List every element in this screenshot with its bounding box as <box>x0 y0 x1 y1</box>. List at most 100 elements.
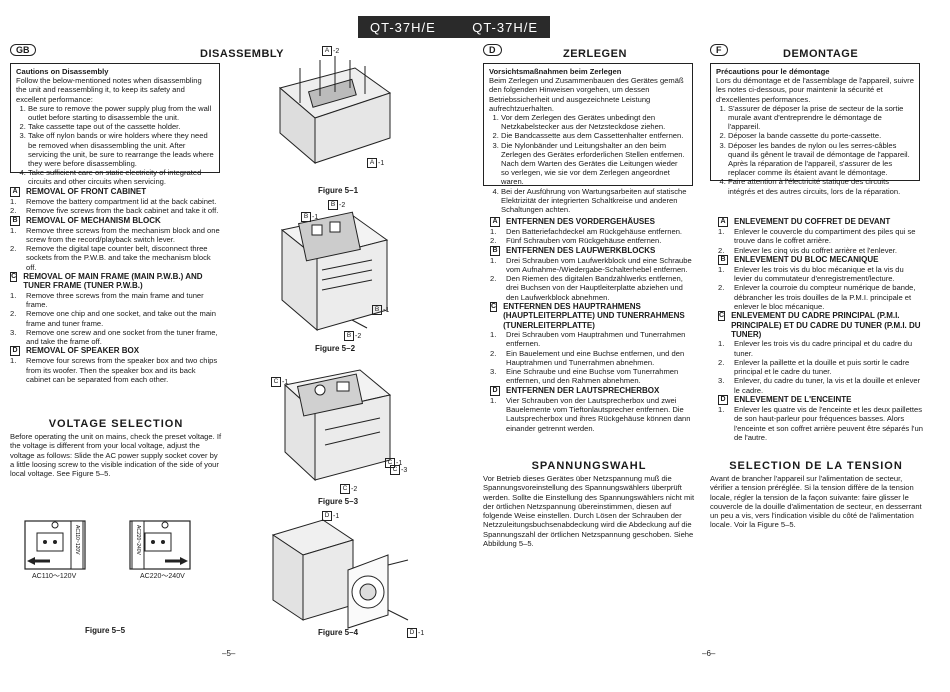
voltage-switch-diagram: AC110~120V AC220~240V <box>15 513 215 583</box>
callout-a2: A-2 <box>322 46 339 56</box>
callout-b2: B-2 <box>328 200 345 210</box>
step-item: 3.Eine Schraube und eine Buchse vom Tune… <box>490 367 679 386</box>
step-item: 2.Fünf Schrauben vom Rückgehäuse entfern… <box>490 236 662 246</box>
callout-b1: B-1 <box>301 212 318 222</box>
step-item: 1.Remove the battery compartment lid at … <box>10 197 217 206</box>
switch-right-mark: AC220~240V <box>135 525 141 556</box>
page-number-right: –6– <box>702 649 716 658</box>
list-item: Die Bandcassette aus dem Cassettenhalter… <box>501 131 687 140</box>
switch-left-mark: AC110~120V <box>74 525 80 555</box>
list-item: Be sure to remove the power supply plug … <box>28 104 214 122</box>
list-item: S'assurer de déposer la prise de secteur… <box>728 104 914 132</box>
callout-d1: D-1 <box>322 511 339 521</box>
model-header: QT-37H/E QT-37H/E <box>358 16 550 38</box>
step-item: 2.Den Riemen des digitalen Bandzählwerks… <box>490 274 683 302</box>
list-item: Die Nylonbänder und Leitungshalter an de… <box>501 141 687 187</box>
list-item: Take off nylon bands or wire holders whe… <box>28 131 214 168</box>
en-badge: GB <box>10 40 36 58</box>
figure-5-1-caption: Figure 5–1 <box>318 186 359 195</box>
fr-voltage-title: SELECTION DE LA TENSION <box>729 460 903 472</box>
step-item: 2.Enlever les cinq vis du coffret arrièr… <box>718 245 897 255</box>
fr-title: DEMONTAGE <box>783 48 859 60</box>
list-item: Faire attention à l'électricité statique… <box>728 177 914 195</box>
en-voltage-title: VOLTAGE SELECTION <box>48 418 184 430</box>
en-cautions-title: Cautions on Disassembly <box>16 67 109 76</box>
fr-cautions-intro: Lors du démontage et de l'assemblage de … <box>716 76 914 104</box>
step-item: 1.Drei Schrauben vom Hauptrahmen und Tun… <box>490 329 686 349</box>
figure-5-3-caption: Figure 5–3 <box>318 497 359 506</box>
mechanism-block-drawing <box>280 211 389 332</box>
figure-5-5-caption: Figure 5–5 <box>85 626 126 635</box>
step-item: 1.Remove three screws from the mechanism… <box>10 225 220 244</box>
de-cautions-list: Vor dem Zerlegen des Gerätes unbedingt d… <box>489 113 687 214</box>
de-voltage-text: Vor Betrieb dieses Gerätes über Netzspan… <box>483 474 695 549</box>
step-item: 2.Remove the digital tape counter belt, … <box>10 244 211 272</box>
page-number-left: –5– <box>222 649 236 658</box>
callout-b2-second: B-2 <box>344 331 361 341</box>
list-item: Déposer les bandes de nylon ou les serre… <box>728 141 914 178</box>
step-item: 2.Enlever la paillette et la douille et … <box>718 357 910 377</box>
figure-5-4 <box>268 510 418 630</box>
cassette-deck-drawing <box>278 56 392 165</box>
main-frame-drawing <box>283 369 392 482</box>
step-item: 3.Remove one screw and one socket from t… <box>10 327 218 347</box>
step-item: 1.Enlever les trois vis du bloc mécaniqu… <box>718 264 904 284</box>
list-item: Take sufficient care on static electrici… <box>28 168 214 186</box>
callout-b1-second: B-1 <box>372 305 389 315</box>
en-title: DISASSEMBLY <box>200 48 284 60</box>
figure-5-2 <box>262 200 402 340</box>
step-item: 3.Enlever, du cadre du tuner, la vis et … <box>718 376 921 395</box>
en-cautions-intro: Follow the below-mentioned notes when di… <box>16 76 202 104</box>
de-title: ZERLEGEN <box>563 48 627 60</box>
step-item: 2.Enlever la courroie du compteur numéri… <box>718 283 916 312</box>
voltage-switch-drawing: AC110~120V AC220~240V <box>24 520 191 570</box>
step-item: 1.Den Batteriefachdeckel am Rückgehäuse … <box>490 227 683 236</box>
fr-voltage-text: Avant de brancher l'appareil sur l'alime… <box>710 474 922 530</box>
list-item: Déposer la bande cassette du porte-casse… <box>728 131 914 140</box>
step-item: 2.Remove one chip and one socket, and ta… <box>10 309 216 328</box>
figure-5-2-caption: Figure 5–2 <box>315 344 356 353</box>
figure-5-4-caption: Figure 5–4 <box>318 628 359 637</box>
en-voltage-text: Before operating the unit on mains, chec… <box>10 432 222 479</box>
en-cautions-list: Be sure to remove the power supply plug … <box>16 104 214 187</box>
fr-badge: F <box>710 40 728 58</box>
de-cautions-intro: Beim Zerlegen und Zusammenbauen des Gerä… <box>489 76 684 113</box>
de-badge: D <box>483 40 502 58</box>
en-cautions-box: Cautions on Disassembly Follow the below… <box>10 63 220 186</box>
fr-cautions-list: S'assurer de déposer la prise de secteur… <box>716 104 914 196</box>
list-item: Vor dem Zerlegen des Gerätes unbedingt d… <box>501 113 687 131</box>
step-item: 1.Enlever les quatre vis de l'enceinte e… <box>718 405 923 442</box>
callout-c2: C-2 <box>340 484 357 494</box>
fr-cautions-box: Précautions pour le démontage Lors du dé… <box>710 63 920 196</box>
step-item: 1.Enlever le couvercle du compartiment d… <box>718 227 916 246</box>
callout-c1: C-1 <box>271 377 288 387</box>
step-item: 1.Remove three screws from the main fram… <box>10 290 204 309</box>
callout-c3: C-3 <box>390 465 407 475</box>
figure-5-3 <box>265 360 405 490</box>
callout-a1: A-1 <box>367 158 384 168</box>
list-item: Bei der Ausführung von Wartungsarbeiten … <box>501 187 687 215</box>
step-item: 2.Ein Bauelement und eine Buchse entfern… <box>490 348 685 367</box>
de-cautions-title: Vorsichtsmaßnahmen beim Zerlegen <box>489 67 622 76</box>
step-item: 1.Drei Schrauben vom Laufwerkblock und e… <box>490 255 692 274</box>
step-item: 2.Remove five screws from the back cabin… <box>10 206 219 216</box>
fr-cautions-title: Précautions pour le démontage <box>716 67 830 76</box>
switch-left-label: AC110～120V <box>32 573 77 580</box>
figure-5-1 <box>260 48 400 178</box>
switch-right-label: AC220～240V <box>140 573 185 580</box>
